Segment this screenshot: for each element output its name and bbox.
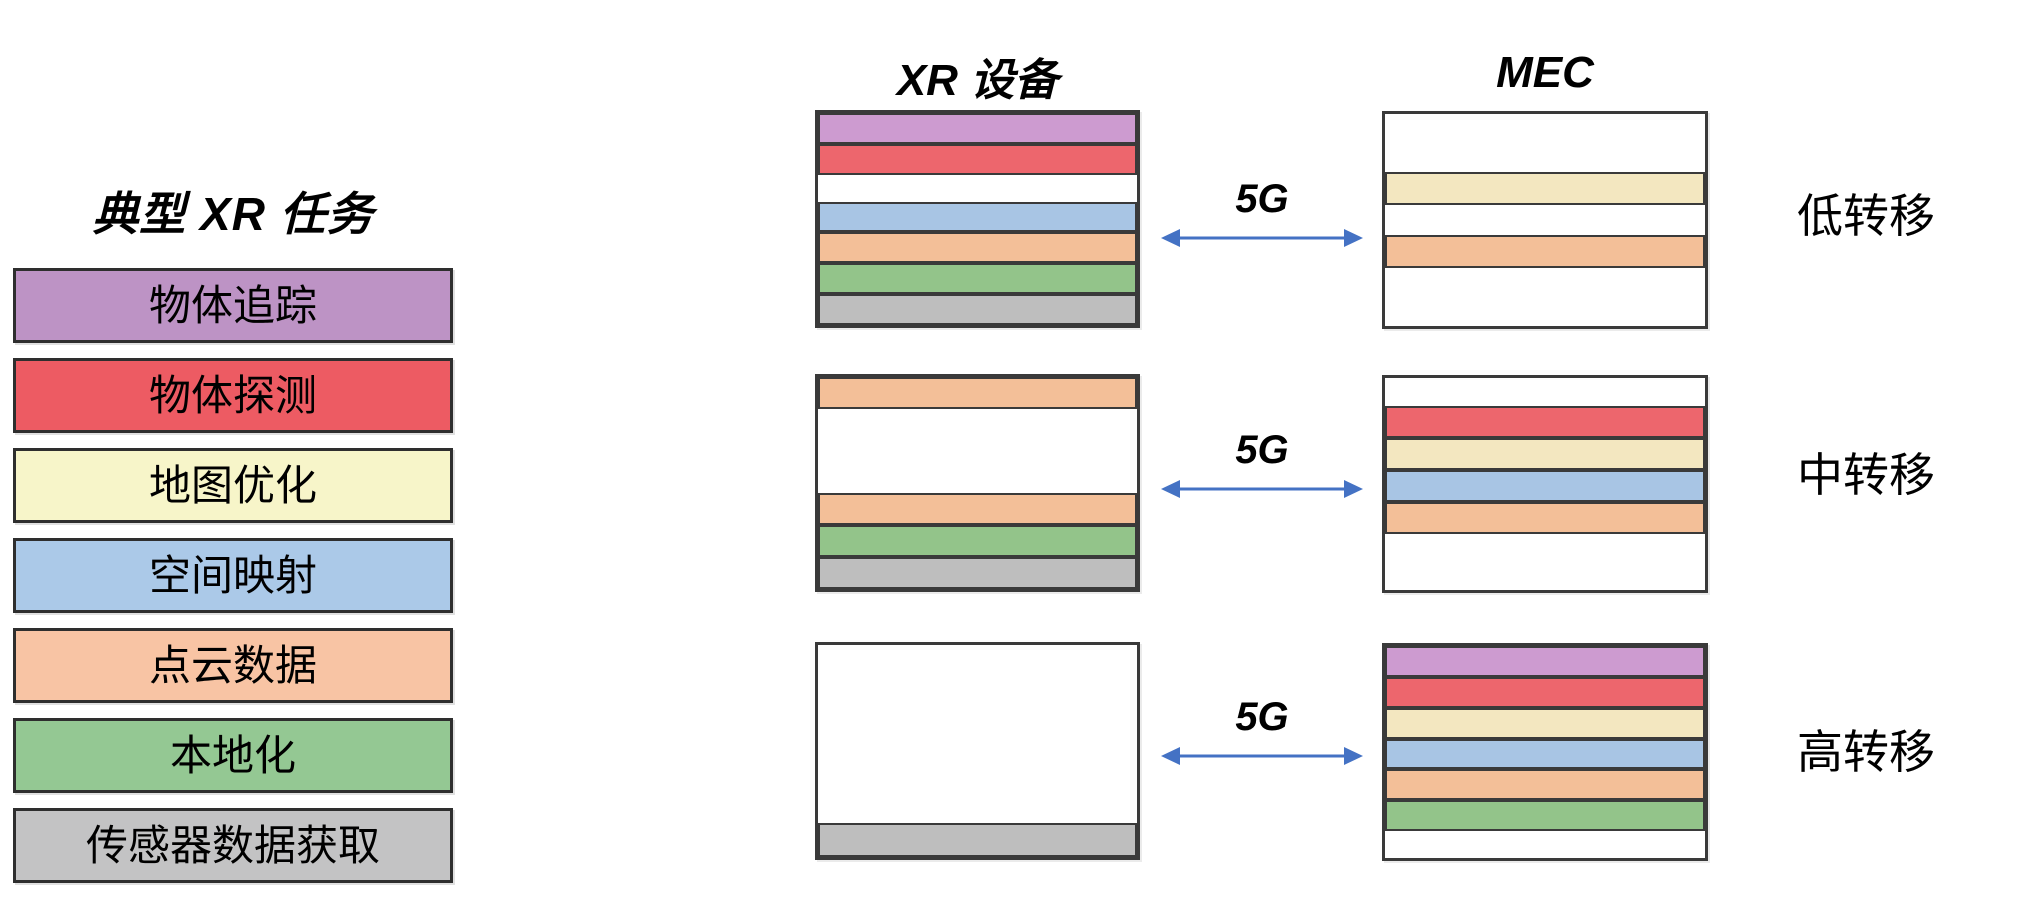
stripe-point-cloud [818, 232, 1137, 264]
stripe-empty [818, 174, 1137, 202]
stripe-point-cloud [818, 377, 1137, 409]
legend-item-spatial-mapping: 空间映射 [13, 538, 453, 613]
xr-device-column-title: XR 设备 [896, 56, 1059, 105]
stripe-empty [1385, 114, 1705, 173]
stripe-point-cloud [1385, 769, 1705, 801]
stripe-object-tracking [1385, 646, 1705, 677]
link-5g-row3: 5G [1160, 693, 1364, 769]
legend-item-label: 点云数据 [148, 641, 317, 689]
5g-label: 5G [1235, 428, 1289, 472]
link-5g-row2: 5G [1160, 426, 1364, 502]
transfer-level-label-row3: 高转移 [1797, 726, 1935, 778]
mec-box-row2 [1382, 375, 1708, 593]
stripe-spatial-mapping [1385, 470, 1705, 502]
mec-box-row3 [1382, 643, 1708, 861]
double-arrow-icon [1161, 229, 1363, 247]
stripe-object-detection [1385, 406, 1705, 438]
5g-label: 5G [1235, 177, 1289, 221]
legend-items: 物体追踪物体探测地图优化空间映射点云数据本地化传感器数据获取 [13, 268, 453, 883]
legend-item-map-optimization: 地图优化 [13, 448, 453, 523]
stripe-point-cloud [1385, 234, 1705, 268]
legend-item-sensor-acquisition: 传感器数据获取 [13, 808, 453, 883]
xr-device-box-row1 [815, 110, 1140, 328]
stripe-map-optimization [1385, 438, 1705, 470]
stripe-sensor-acquisition [818, 557, 1137, 589]
legend-title: 典型 XR 任务 [92, 188, 374, 240]
legend-item-point-cloud: 点云数据 [13, 628, 453, 703]
legend-item-label: 物体探测 [148, 371, 317, 419]
double-arrow-icon [1161, 747, 1363, 765]
legend-item-object-tracking: 物体追踪 [13, 268, 453, 343]
stripe-localization [818, 525, 1137, 557]
legend-item-label: 物体追踪 [148, 281, 317, 329]
transfer-level-label-row2: 中转移 [1797, 449, 1935, 501]
stripe-object-detection [1385, 676, 1705, 708]
legend-item-label: 本地化 [169, 731, 296, 779]
xr-device-box-row3 [815, 642, 1140, 860]
double-arrow-icon [1161, 480, 1363, 498]
mec-column-title: MEC [1496, 48, 1594, 97]
xr-device-box-row2 [815, 374, 1140, 592]
stripe-sensor-acquisition [818, 823, 1137, 857]
legend-item-label: 地图优化 [148, 461, 317, 509]
stripe-empty [818, 645, 1137, 824]
stripe-map-optimization [1385, 172, 1705, 206]
stripe-map-optimization [1385, 707, 1705, 739]
legend-item-localization: 本地化 [13, 718, 453, 793]
stripe-empty [1385, 267, 1705, 326]
stripe-empty [818, 409, 1137, 493]
stripe-point-cloud [818, 493, 1137, 525]
stripe-empty [1385, 831, 1705, 859]
stripe-object-detection [818, 143, 1137, 175]
task-legend: 典型 XR 任务 物体追踪物体探测地图优化空间映射点云数据本地化传感器数据获取 [13, 178, 453, 898]
stripe-empty [1385, 205, 1705, 235]
stripe-localization [1385, 800, 1705, 832]
legend-item-label: 空间映射 [148, 551, 317, 599]
transfer-level-label-row1: 低转移 [1797, 190, 1935, 242]
stripe-spatial-mapping [1385, 738, 1705, 770]
stripe-sensor-acquisition [818, 294, 1137, 326]
mec-box-row1 [1382, 111, 1708, 329]
stripe-empty [1385, 378, 1705, 406]
stripe-localization [818, 263, 1137, 295]
stripe-object-tracking [818, 113, 1137, 144]
stripe-spatial-mapping [818, 201, 1137, 233]
legend-item-object-detection: 物体探测 [13, 358, 453, 433]
link-5g-row1: 5G [1160, 175, 1364, 251]
legend-item-label: 传感器数据获取 [85, 821, 380, 869]
5g-label: 5G [1235, 695, 1289, 739]
stripe-empty [1385, 534, 1705, 590]
stripe-point-cloud [1385, 502, 1705, 534]
